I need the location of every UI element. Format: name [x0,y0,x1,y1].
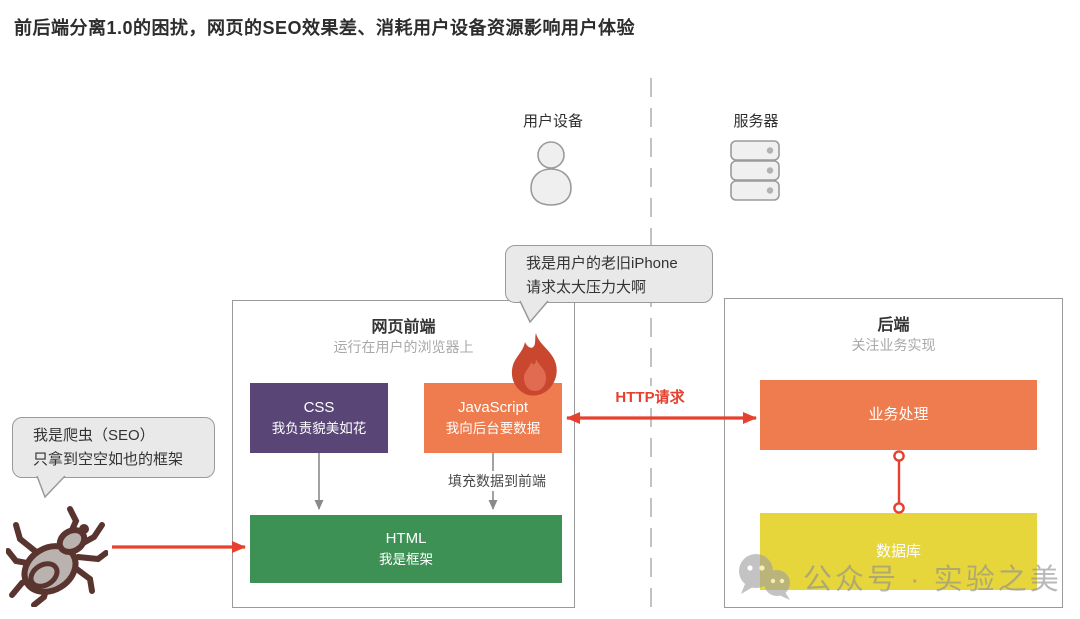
iphone-bubble-tail [519,300,549,323]
css-box: CSS 我负责貌美如花 [250,383,388,453]
iphone-bubble-line2: 请求太大压力大啊 [526,279,647,296]
http-request-label: HTTP请求 [598,386,702,407]
wechat-icon [739,554,790,600]
fill-data-label: 填充数据到前端 [428,471,566,491]
html-box-caption: 我是框架 [379,552,433,568]
user-person-icon [522,139,580,212]
frontend-subtitle: 运行在用户的浏览器上 [333,339,474,355]
css-box-title: CSS [303,398,335,416]
server-label: 服务器 [733,113,779,130]
spider-crawler-icon [5,503,109,612]
backend-title: 后端 [877,317,910,334]
iphone-bubble-line1: 我是用户的老旧iPhone [526,255,678,272]
crawler-bubble-line2: 只拿到空空如也的框架 [33,451,184,468]
iphone-speech-bubble: 我是用户的老旧iPhone 请求太大压力大啊 [505,245,713,323]
business-logic-box: 业务处理 [760,380,1037,450]
javascript-box-caption: 我向后台要数据 [445,421,541,437]
database-label: 数据库 [875,542,921,560]
html-box: HTML 我是框架 [250,515,562,583]
frontend-title: 网页前端 [371,319,436,336]
page-title: 前后端分离1.0的困扰，网页的SEO效果差、消耗用户设备资源影响用户体验 [14,18,636,38]
crawler-bubble-line1: 我是爬虫（SEO） [33,427,155,444]
business-logic-label: 业务处理 [868,406,929,424]
html-box-title: HTML [385,529,427,547]
fire-overload-icon [509,333,563,408]
css-box-caption: 我负责貌美如花 [271,421,367,437]
backend-subtitle: 关注业务实现 [851,337,936,353]
javascript-box-title: JavaScript [457,398,529,416]
crawler-bubble-tail [36,474,66,498]
database-box: 数据库 [760,513,1037,590]
server-icon [730,140,782,207]
user-device-label: 用户设备 [522,113,583,130]
watermark-text: 公众号 · 实验之美 [803,564,1062,596]
watermark: 公众号 · 实验之美 [735,552,1062,602]
crawler-speech-bubble: 我是爬虫（SEO） 只拿到空空如也的框架 [12,417,215,498]
